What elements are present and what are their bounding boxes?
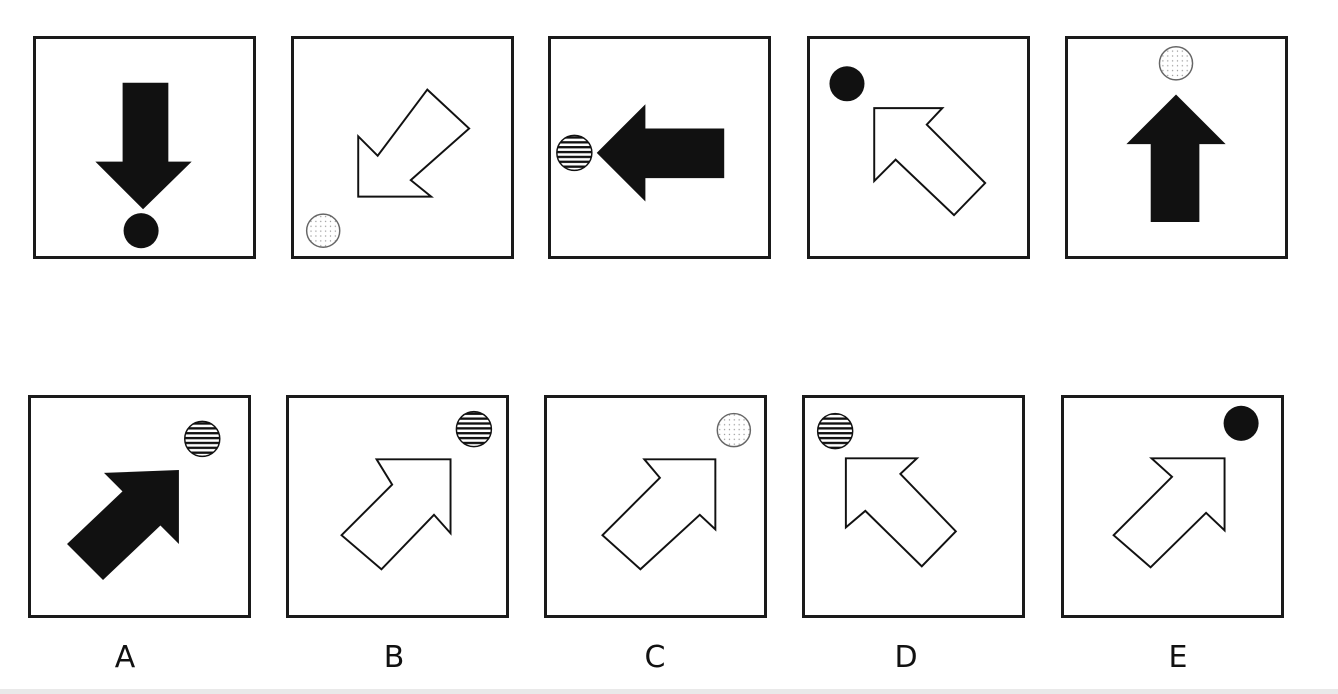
option-b-label[interactable]: B bbox=[383, 640, 405, 675]
dotted-circle-icon bbox=[1158, 46, 1194, 81]
sequence-frame-1 bbox=[33, 36, 256, 259]
arrow-up-left-icon bbox=[873, 107, 987, 217]
sequence-frame-2 bbox=[291, 36, 514, 259]
solid-circle-icon bbox=[1223, 405, 1259, 441]
sequence-frame-5 bbox=[1065, 36, 1288, 259]
arrow-up-icon bbox=[1126, 94, 1226, 222]
sequence-frame-4 bbox=[807, 36, 1030, 259]
dotted-circle-icon bbox=[305, 213, 341, 248]
arrow-down-left-icon bbox=[357, 88, 471, 198]
bottom-strip bbox=[0, 689, 1338, 694]
sequence-frame-3 bbox=[548, 36, 771, 259]
option-e-frame[interactable] bbox=[1061, 395, 1284, 618]
option-e-label[interactable]: E bbox=[1168, 640, 1188, 675]
dotted-circle-icon bbox=[716, 412, 752, 448]
arrow-up-right-icon bbox=[67, 470, 179, 580]
arrow-up-right-icon bbox=[1112, 457, 1226, 569]
arrow-up-right-icon bbox=[340, 458, 452, 571]
option-a-frame[interactable] bbox=[28, 395, 251, 618]
arrow-up-left-icon bbox=[844, 457, 958, 568]
option-a-label[interactable]: A bbox=[114, 640, 136, 675]
arrow-left-icon bbox=[596, 104, 725, 202]
option-b-frame[interactable] bbox=[286, 395, 509, 618]
option-c-frame[interactable] bbox=[544, 395, 767, 618]
option-d-label[interactable]: D bbox=[894, 640, 918, 675]
striped-circle-icon bbox=[556, 134, 593, 172]
arrow-down-icon bbox=[95, 82, 192, 210]
striped-circle-icon bbox=[455, 410, 493, 448]
striped-circle-icon bbox=[816, 412, 854, 450]
option-d-frame[interactable] bbox=[802, 395, 1025, 618]
option-c-label[interactable]: C bbox=[644, 640, 666, 675]
striped-circle-icon bbox=[184, 420, 221, 458]
arrow-up-right-icon bbox=[601, 458, 717, 571]
solid-circle-icon bbox=[829, 66, 865, 102]
solid-circle-icon bbox=[123, 213, 159, 249]
